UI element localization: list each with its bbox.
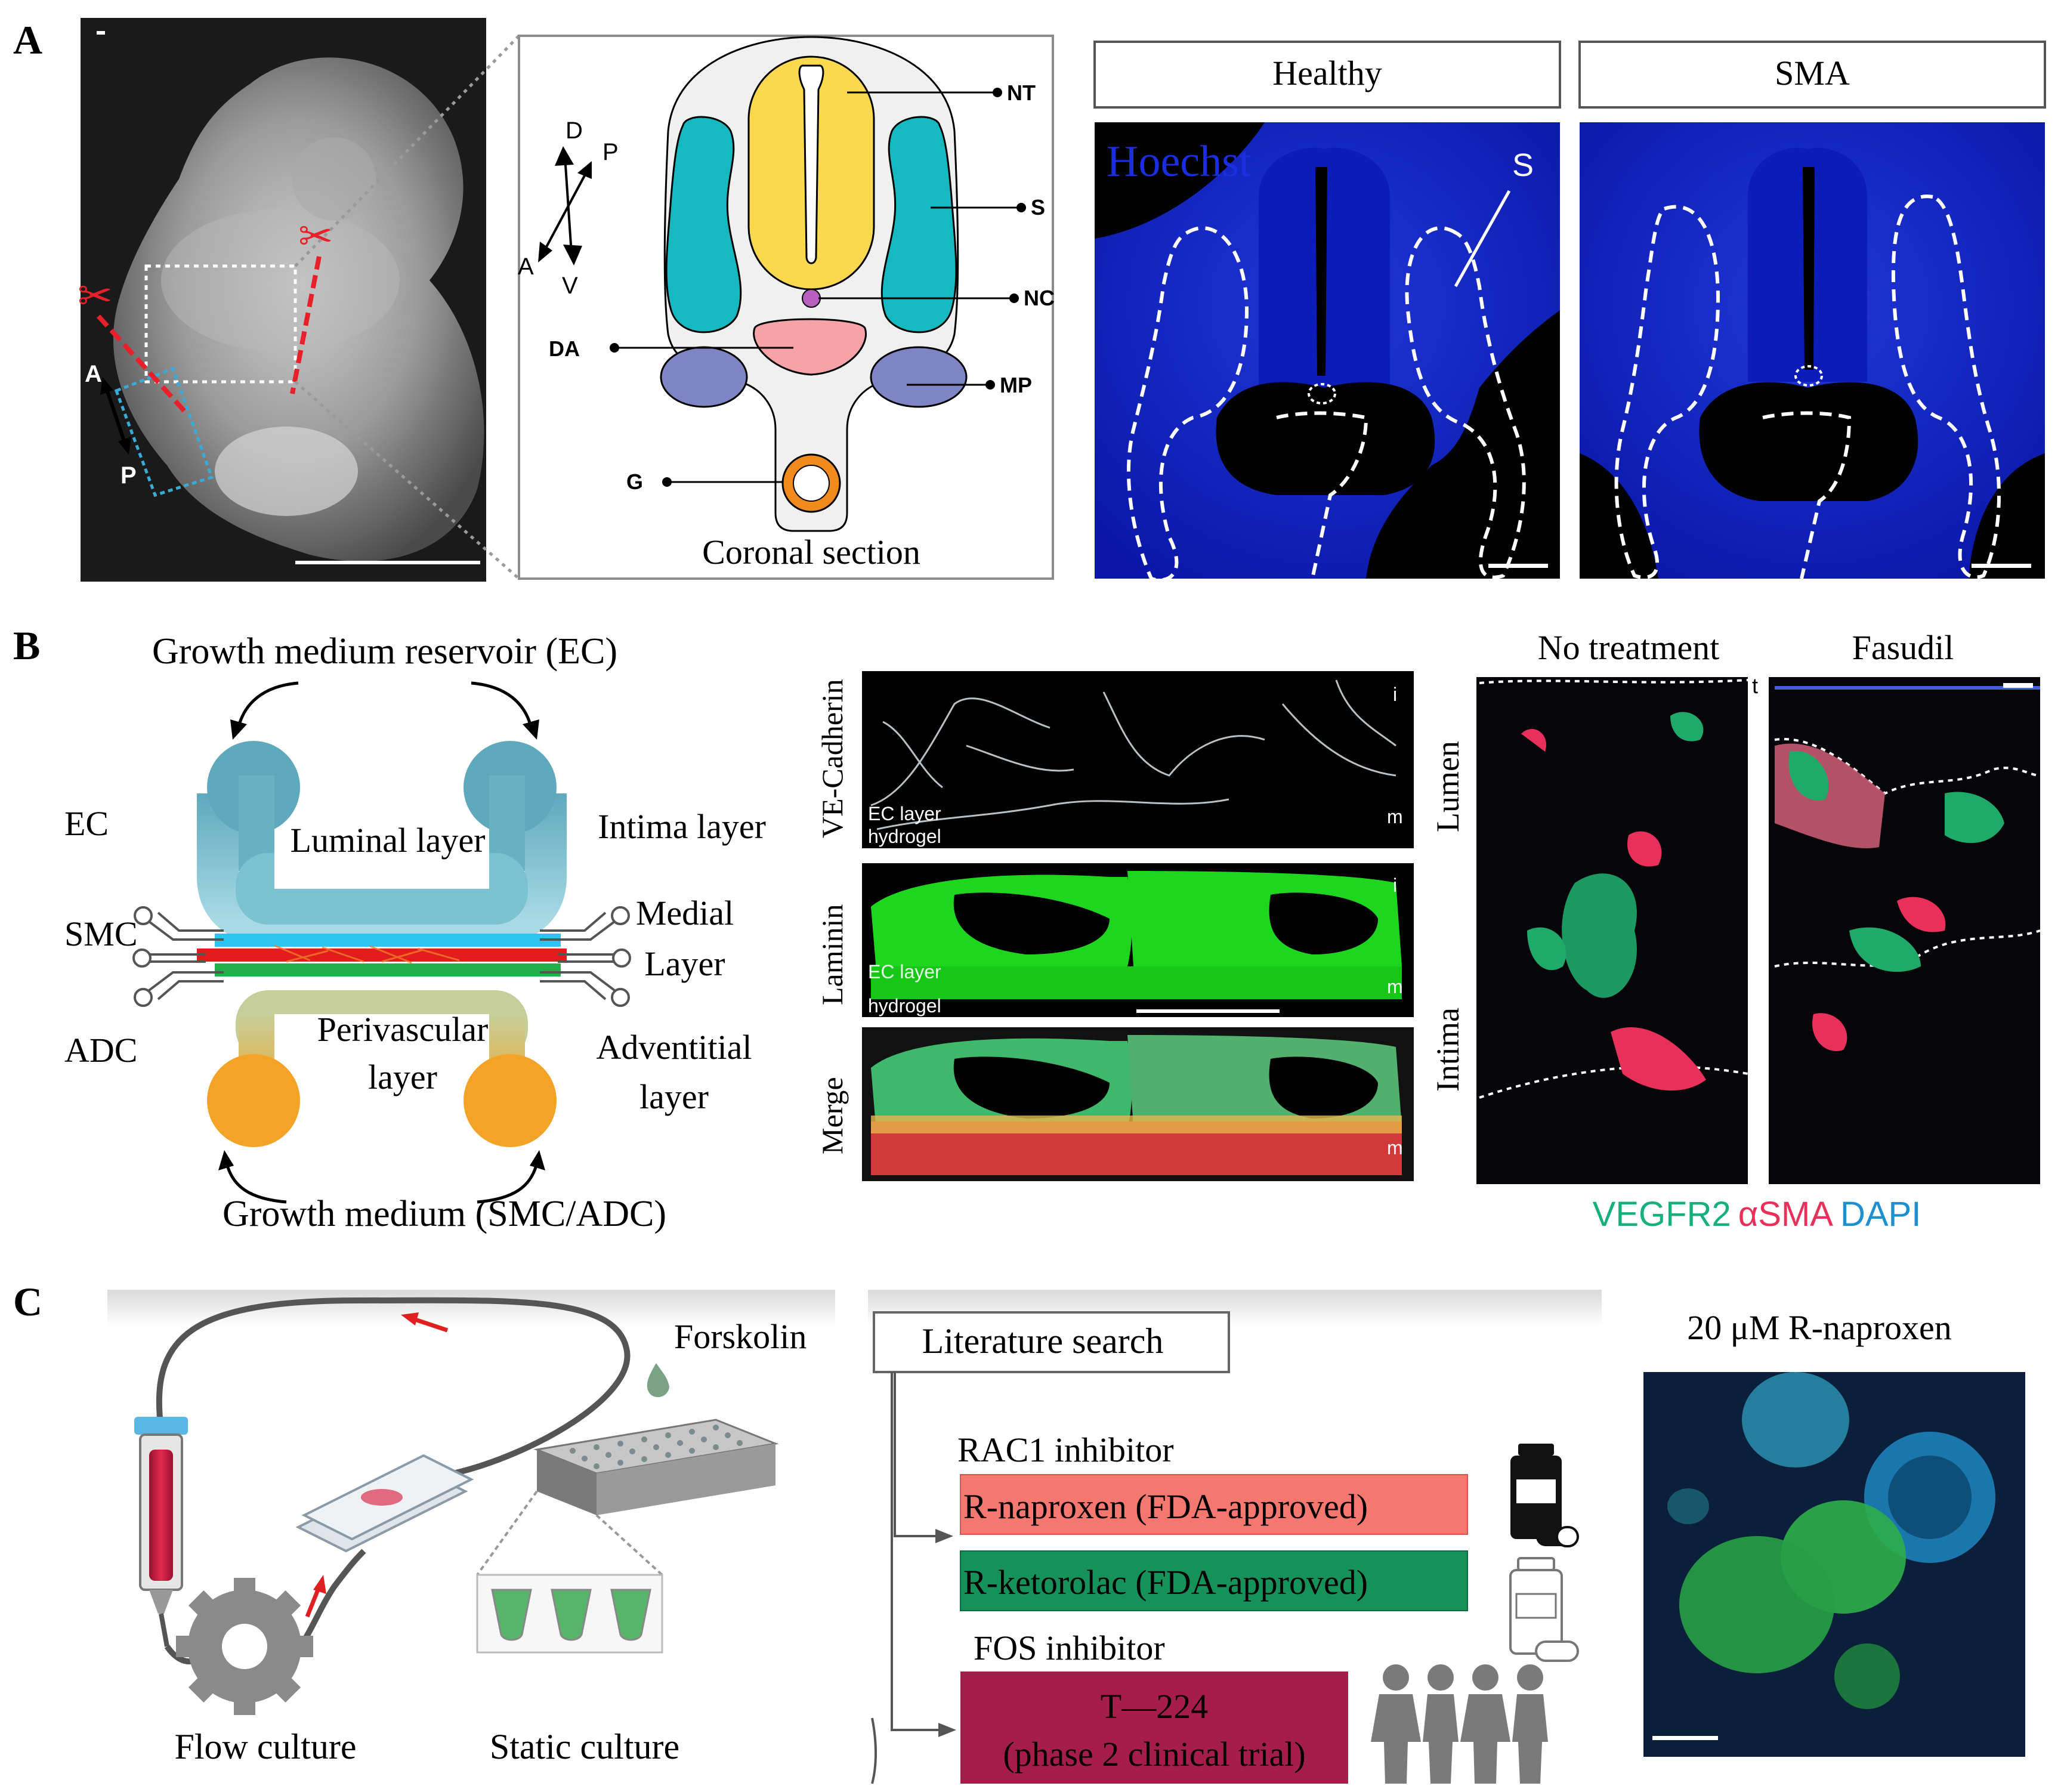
intima-label: Intima — [1430, 1008, 1466, 1092]
scale-bar — [1972, 564, 2031, 568]
scale-bar — [1488, 564, 1548, 568]
lumen-i-label-2: i — [1393, 875, 1397, 896]
axis-ventral-label: V — [562, 273, 578, 299]
label-nt: NT — [1007, 81, 1036, 105]
bottom-medium-caption: Growth medium (SMC/ADC) — [223, 1194, 666, 1234]
chip-micrograph-stack — [862, 671, 1414, 1181]
label-adventitial-1: Adventitial — [597, 1028, 752, 1067]
scale-bar — [295, 561, 480, 564]
label-s: S — [1031, 195, 1045, 220]
coronal-section-schematic — [518, 35, 1054, 580]
label-luminal-layer: Luminal layer — [291, 821, 486, 860]
axis-posterior-label: P — [602, 139, 619, 165]
region-of-interest-box — [144, 264, 297, 384]
fasudil-t-label: t — [1752, 673, 1758, 698]
stain-asma: αSMA — [1738, 1195, 1834, 1234]
sma-header-box — [1578, 41, 2046, 109]
drug-t-224: T—224 — [1101, 1687, 1208, 1726]
label-g: G — [626, 469, 643, 494]
drug-candidate-flow — [868, 1290, 1602, 1784]
label-perivascular-1: Perivascular — [317, 1010, 489, 1049]
label-mp: MP — [1000, 373, 1032, 397]
panel-letter-b: B — [13, 623, 40, 668]
label-smc: SMC — [64, 914, 138, 953]
panel-letter-c: C — [13, 1279, 42, 1324]
fasudil-label: Fasudil — [1852, 628, 1954, 667]
forskolin-label: Forskolin — [674, 1317, 807, 1356]
culture-setup-illustration — [107, 1290, 835, 1715]
stain-vegfr2: VEGFR2 — [1593, 1195, 1731, 1234]
top-reservoir-caption: Growth medium reservoir (EC) — [152, 631, 617, 672]
hydrogel-label-2: hydrogel — [868, 995, 941, 1017]
label-adc: ADC — [64, 1031, 137, 1070]
panel-letter-a: A — [13, 17, 42, 63]
stain-dapi: DAPI — [1840, 1195, 1921, 1234]
literature-search-label: Literature search — [922, 1321, 1164, 1361]
embryo-photo: ✂ ✂ A P — [78, 18, 486, 582]
healthy-micrograph — [1095, 122, 1560, 582]
no-treatment-label: No treatment — [1538, 628, 1719, 667]
fos-inhibitor-label: FOS inhibitor — [974, 1629, 1165, 1667]
lumen-i-label-1: i — [1393, 684, 1397, 705]
schematic-title: Coronal section — [702, 533, 920, 571]
ec-layer-label-2: EC layer — [868, 961, 941, 982]
media-m-label-3: m — [1387, 1137, 1403, 1158]
drug-bar-t-224 — [960, 1671, 1348, 1784]
axis-dorsal-label: D — [566, 118, 583, 144]
pill-bottle-icon — [1510, 1444, 1579, 1547]
scissors-icon: ✂ — [78, 273, 113, 319]
drug-t-224-phase: (phase 2 clinical trial) — [1003, 1735, 1305, 1774]
axis-anterior-label: A — [518, 254, 534, 280]
micro-row-label-merge: Merge — [815, 1077, 849, 1154]
media-m-label-1: m — [1387, 806, 1403, 827]
scale-bar — [1652, 1736, 1718, 1740]
label-da: DA — [549, 336, 580, 361]
label-medial-1: Medial — [636, 894, 734, 932]
concentration-label: 20 μM R-naproxen — [1687, 1308, 1951, 1347]
sma-micrograph — [1580, 122, 2045, 579]
label-adventitial-2: layer — [639, 1077, 709, 1116]
organoid-micrograph — [1643, 1372, 2025, 1757]
label-nc: NC — [1024, 286, 1055, 310]
label-intima-layer: Intima layer — [598, 807, 766, 846]
hydrogel-label-1: hydrogel — [868, 826, 941, 847]
label-perivascular-2: layer — [368, 1058, 437, 1096]
embryo-posterior-label: P — [120, 462, 137, 489]
drug-bar-r-naproxen — [960, 1474, 1468, 1535]
drug-r-ketorolac: R-ketorolac (FDA-approved) — [963, 1563, 1368, 1602]
people-group-icon — [1371, 1664, 1548, 1784]
no-treatment-micrograph — [1476, 677, 1748, 1184]
lumen-label: Lumen — [1430, 741, 1466, 832]
flow-culture-label: Flow culture — [175, 1727, 357, 1766]
embryo-anterior-label: A — [85, 361, 102, 387]
static-culture-label: Static culture — [490, 1727, 679, 1766]
micro-row-label-ve-cadherin: VE-Cadherin — [815, 679, 849, 838]
media-m-label-2: m — [1387, 976, 1403, 997]
rac1-inhibitor-label: RAC1 inhibitor — [957, 1430, 1174, 1469]
label-medial-2: Layer — [644, 944, 725, 983]
healthy-header-box — [1093, 41, 1561, 109]
stain-hoechst-label: Hoechst — [1107, 137, 1252, 186]
ec-layer-label-1: EC layer — [868, 803, 941, 824]
fasudil-micrograph — [1769, 677, 2041, 1184]
scissors-icon: ✂ — [298, 213, 333, 259]
micro-row-label-laminin: Laminin — [815, 904, 849, 1005]
somite-region-box — [114, 366, 214, 498]
vessel-chip-schematic — [132, 681, 631, 1204]
drug-r-naproxen: R-naproxen (FDA-approved) — [963, 1487, 1368, 1526]
drug-bar-r-ketorolac — [960, 1550, 1468, 1611]
somite-s-label: S — [1512, 147, 1534, 183]
label-ec: EC — [64, 804, 109, 843]
sma-label: SMA — [1775, 54, 1850, 92]
healthy-label: Healthy — [1272, 54, 1382, 92]
pill-bottle-outline-icon — [1509, 1557, 1579, 1662]
